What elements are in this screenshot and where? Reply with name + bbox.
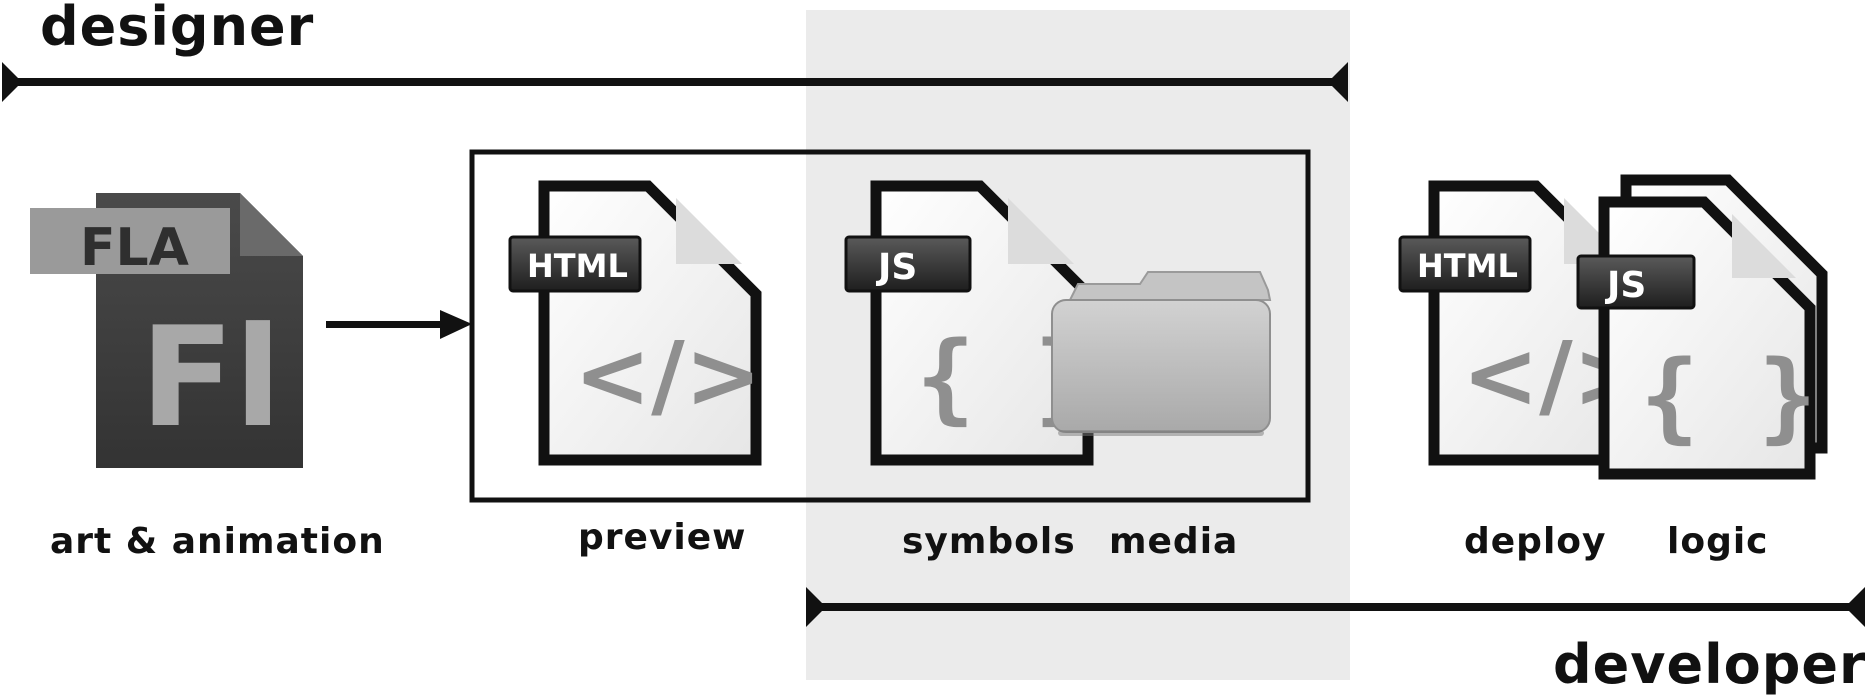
- label-symbols: symbols: [902, 521, 1076, 562]
- deploy-html-badge-text: HTML: [1417, 247, 1518, 285]
- designer-heading: designer: [40, 0, 315, 58]
- label-art-animation: art & animation: [50, 521, 385, 562]
- bundle-box: [469, 149, 1311, 503]
- js-file-icon: JS { }: [844, 180, 1094, 466]
- logic-js-badge-text: JS: [1604, 265, 1646, 306]
- fl-glyph: Fl: [140, 297, 282, 458]
- developer-heading: developer: [1553, 633, 1865, 696]
- logic-braces-glyph: { }: [1640, 340, 1817, 454]
- label-media: media: [1109, 521, 1239, 562]
- label-deploy: deploy: [1464, 521, 1607, 562]
- logic-js-file-icon: JS { }: [1576, 196, 1817, 480]
- fla-file-icon: FLA Fl: [30, 193, 303, 468]
- label-preview: preview: [578, 517, 747, 558]
- designer-range-bar: [2, 62, 1348, 102]
- developer-range-bar: [806, 587, 1865, 627]
- arrow-right-icon: [326, 310, 472, 339]
- fla-badge-text: FLA: [80, 218, 189, 278]
- html-badge-text: HTML: [527, 247, 628, 285]
- js-badge-text: JS: [875, 247, 917, 288]
- label-logic: logic: [1667, 521, 1769, 562]
- html-file-icon: HTML </>: [508, 180, 762, 466]
- folder-icon: [1051, 271, 1272, 436]
- code-glyph: </>: [574, 322, 762, 429]
